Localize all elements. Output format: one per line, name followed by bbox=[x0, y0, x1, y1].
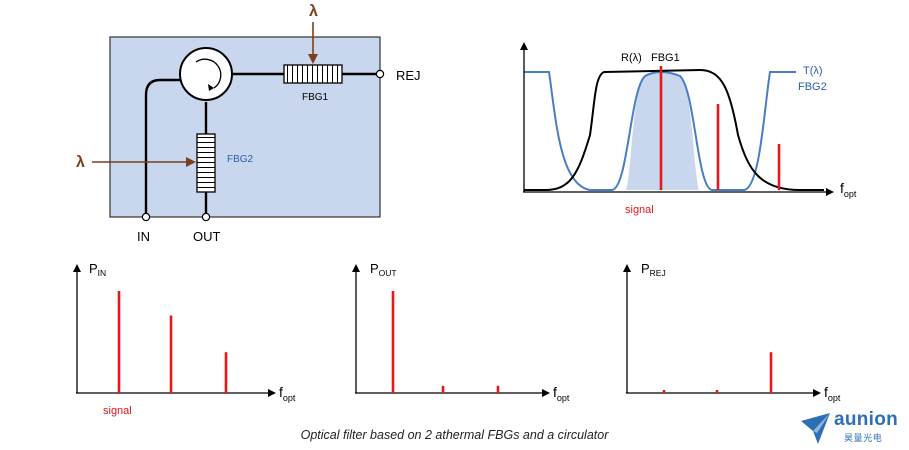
chart-in-signal-label: signal bbox=[103, 405, 132, 417]
power-chart-out: POUT fopt bbox=[352, 261, 570, 403]
aunion-logo: aunion 昊量光电 bbox=[800, 409, 908, 449]
chart-rej-x-label: fopt bbox=[824, 384, 841, 403]
circulator-arrowhead bbox=[208, 84, 214, 91]
spectrum-signal-label: signal bbox=[625, 204, 654, 216]
r-lambda-label: R(λ) bbox=[621, 52, 642, 64]
fbg2-label: FBG2 bbox=[227, 154, 254, 165]
fbg1-label: FBG1 bbox=[302, 92, 329, 103]
fbg2-grating bbox=[196, 133, 216, 193]
filter-schematic: FBG1 FBG2 REJ IN OUT λ λ bbox=[76, 3, 421, 244]
chart-out-y-label: POUT bbox=[370, 261, 397, 278]
fbg1-grating bbox=[283, 64, 343, 84]
out-label: OUT bbox=[193, 229, 221, 244]
chart-out-x-label: fopt bbox=[553, 384, 570, 403]
figure-caption: Optical filter based on 2 athermal FBGs … bbox=[300, 428, 609, 442]
filter-spectrum: R(λ) FBG1 T(λ) FBG2 signal fopt bbox=[520, 42, 857, 216]
device-box bbox=[109, 36, 381, 218]
spectrum-fbg1-label: FBG1 bbox=[651, 52, 680, 64]
rej-port bbox=[375, 69, 385, 79]
rej-label: REJ bbox=[396, 68, 421, 83]
circulator bbox=[179, 47, 233, 101]
fbg1-reflection-curve bbox=[524, 68, 824, 191]
lambda-left-label: λ bbox=[76, 154, 85, 171]
spectrum-x-axis-label: fopt bbox=[840, 180, 857, 199]
logo-subtitle: 昊量光电 bbox=[844, 434, 883, 444]
chart-out-bars bbox=[391, 291, 500, 393]
in-port bbox=[141, 212, 151, 222]
power-chart-in: PIN fopt signal bbox=[73, 261, 296, 417]
t-lambda-label: T(λ) bbox=[803, 65, 823, 77]
logo-plane-icon bbox=[801, 413, 830, 444]
logo-wordmark: aunion bbox=[834, 409, 899, 430]
in-label: IN bbox=[137, 229, 150, 244]
out-port bbox=[201, 212, 211, 222]
in-fiber bbox=[144, 78, 182, 217]
power-chart-rej: PREJ fopt bbox=[623, 261, 841, 403]
chart-rej-bars bbox=[662, 352, 773, 393]
fbg2-passband-fill bbox=[626, 72, 699, 190]
lambda-top-label: λ bbox=[309, 3, 318, 20]
chart-in-bars bbox=[117, 291, 228, 393]
circulator-arrow-icon bbox=[195, 58, 222, 89]
chart-rej-y-label: PREJ bbox=[641, 261, 666, 278]
spectrum-fbg2-label: FBG2 bbox=[798, 81, 827, 93]
chart-in-y-label: PIN bbox=[89, 261, 106, 278]
chart-in-x-label: fopt bbox=[279, 384, 296, 403]
